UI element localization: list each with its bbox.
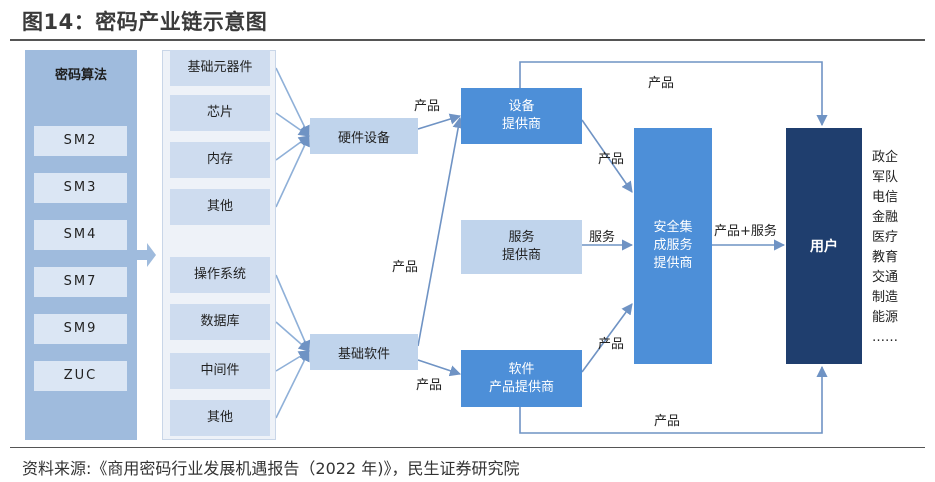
component-software-item: 操作系统 <box>170 257 270 293</box>
algorithm-item: SM4 <box>34 220 127 250</box>
edge-label-product-service: 产品+服务 <box>714 224 777 239</box>
edge-label-product: 产品 <box>598 152 625 167</box>
sector-item: 制造 <box>872 290 899 305</box>
arrow-component-software-4 <box>275 349 310 419</box>
sector-item: 金融 <box>872 210 899 225</box>
component-hardware-item: 其他 <box>170 189 270 225</box>
arrow-component-hardware-2 <box>275 112 310 137</box>
figure-title: 图14：密码产业链示意图 <box>22 10 268 34</box>
source-note: 资料来源:《商用密码行业发展机遇报告（2022 年)》，民生证券研究院 <box>22 459 520 478</box>
edge-label-product: 产品 <box>648 76 675 91</box>
algorithm-item: SM2 <box>34 126 127 156</box>
integrator-node: 安全集 成服务 提供商 <box>634 128 712 364</box>
sector-item: 电信 <box>872 190 899 205</box>
edge-label-product: 产品 <box>654 414 681 429</box>
sector-item: 军队 <box>872 170 899 185</box>
integrator-line-1: 安全集 <box>653 220 693 235</box>
arrow-softprovider-to-integrator <box>581 303 633 373</box>
algorithm-item: SM3 <box>34 173 127 203</box>
service-provider-node: 服务 提供商 <box>461 220 582 274</box>
sector-item: 交通 <box>872 270 899 285</box>
sector-item: 教育 <box>872 250 899 265</box>
basic-software-node: 基础软件 <box>310 334 418 370</box>
sector-item: 政企 <box>872 150 899 165</box>
algorithm-item: SM9 <box>34 314 127 344</box>
edge-label-service: 服务 <box>589 230 616 245</box>
component-hardware-item: 基础元器件 <box>170 50 270 86</box>
device-provider-node: 设备 提供商 <box>461 88 582 144</box>
arrow-component-hardware-1 <box>275 67 310 138</box>
device-provider-line-1: 设备 <box>508 99 535 114</box>
software-provider-line-1: 软件 <box>508 361 535 377</box>
software-provider-node: 软件 产品提供商 <box>461 350 582 407</box>
integrator-line-2: 成服务 <box>653 238 693 253</box>
sector-item: 能源 <box>872 310 899 325</box>
service-provider-line-2: 提供商 <box>501 248 541 263</box>
arrow-softprovider-bottom-to-user <box>519 365 828 434</box>
arrow-device-to-integrator <box>581 119 633 193</box>
arrow-component-hardware-4 <box>275 134 310 208</box>
arrow-component-software-2 <box>275 321 310 352</box>
bottom-rule <box>10 447 925 448</box>
software-provider-line-2: 产品提供商 <box>488 379 554 395</box>
integrator-line-3: 提供商 <box>653 256 693 271</box>
arrow-algorithms <box>137 243 156 267</box>
algorithm-item: ZUC <box>34 361 127 391</box>
device-provider-line-2: 提供商 <box>501 117 541 132</box>
hardware-device-node: 硬件设备 <box>310 118 418 154</box>
arrow-software-to-softprovider <box>417 359 462 377</box>
edge-label-product: 产品 <box>392 260 419 275</box>
user-node: 用户 <box>786 128 862 364</box>
sector-item: …… <box>872 330 898 345</box>
service-provider-line-1: 服务 <box>508 230 535 245</box>
component-hardware-item: 芯片 <box>170 95 270 131</box>
arrow-hardware-to-device <box>417 113 462 130</box>
component-software-item: 数据库 <box>170 304 270 340</box>
edge-label-product: 产品 <box>414 99 441 114</box>
edge-label-product: 产品 <box>598 337 625 352</box>
algorithm-panel-title: 密码算法 <box>54 68 107 83</box>
sector-item: 医疗 <box>872 230 899 245</box>
arrow-device-top-to-user <box>519 61 828 127</box>
algorithm-item: SM7 <box>34 267 127 297</box>
arrow-software-to-device <box>417 116 464 347</box>
component-hardware-item: 内存 <box>170 142 270 178</box>
edge-label-product: 产品 <box>416 378 443 393</box>
top-rule <box>10 39 925 41</box>
arrow-component-software-1 <box>275 274 311 353</box>
component-software-item: 中间件 <box>170 353 270 389</box>
sector-list: 政企 军队 电信 金融 医疗 教育 交通 制造 能源 …… <box>872 148 902 348</box>
component-software-item: 其他 <box>170 400 270 436</box>
